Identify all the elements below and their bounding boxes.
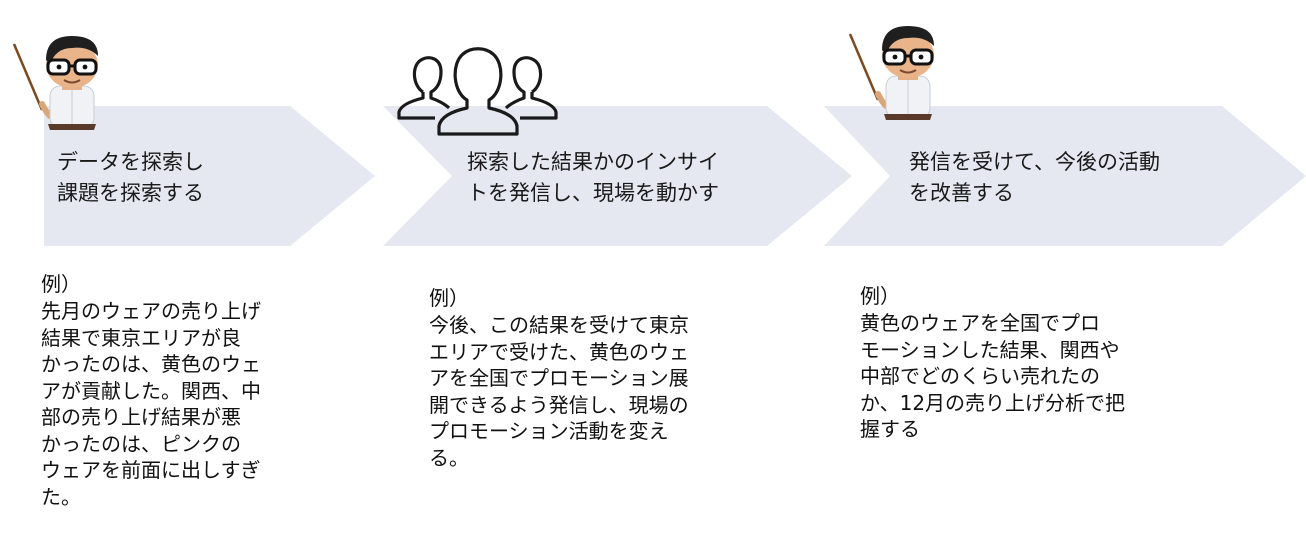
step-2-example-text: 今後、この結果を受けて東京 エリアで受けた、黄色のウェ アを全国でプロモーション…: [429, 313, 689, 470]
step-1-example-text: 先月のウェアの売り上げ 結果で東京エリアが良 かったのは、黄色のウェ アが貢献し…: [41, 299, 261, 509]
step-2-example-label: 例）: [429, 286, 469, 310]
step-1-arrow: [44, 106, 375, 246]
teacher-with-pointer-icon: [848, 26, 934, 120]
step-3-example-text: 黄色のウェアを全国でプロ モーションした結果、関西や 中部でどのくらい売れたの …: [860, 311, 1126, 441]
step-3-arrow: [824, 106, 1306, 246]
step-2-title: 探索した結果かのインサイ トを発信し、現場を動かす: [467, 150, 719, 205]
step-2-arrow: [383, 106, 852, 246]
step-3-title: 発信を受けて、今後の活動 を改善する: [909, 150, 1160, 205]
people-group-icon: [397, 47, 558, 136]
step-1-example-label: 例）: [41, 272, 81, 296]
step-3-example-label: 例）: [860, 284, 900, 308]
teacher-with-pointer-icon: [12, 36, 98, 130]
step-1-title: データを探索し 課題を探索する: [57, 150, 204, 205]
